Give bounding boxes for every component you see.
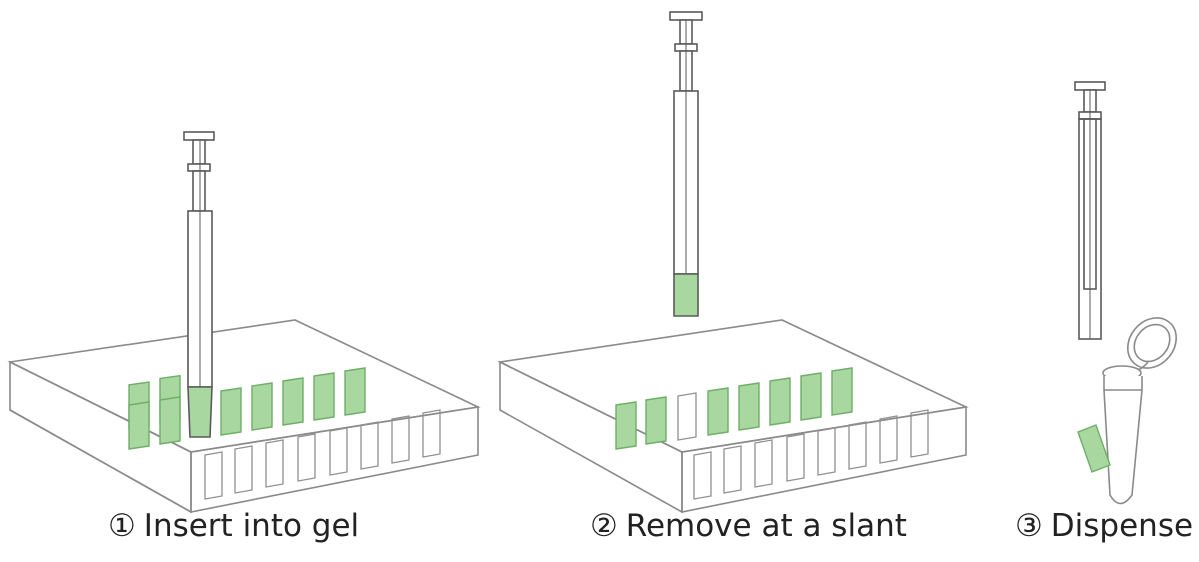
gel-cutting-tip-icon — [183, 131, 215, 438]
step-label: Insert into gel — [143, 508, 360, 544]
step-number: ② — [590, 508, 618, 544]
removed-slice-well — [677, 392, 697, 441]
gel-cutting-tip-icon — [1074, 81, 1106, 340]
gel-slices-row — [615, 367, 853, 450]
step-number: ③ — [1015, 508, 1043, 544]
step-label: Remove at a slant — [625, 508, 907, 544]
step-label: Dispense — [1050, 508, 1194, 544]
gel-cutting-tip-icon — [669, 11, 703, 317]
empty-wells-row — [204, 409, 441, 500]
empty-wells-row — [693, 409, 929, 500]
microcentrifuge-tube-icon — [1077, 317, 1177, 505]
step-number: ① — [108, 508, 136, 544]
gel-slices-row-right — [128, 367, 366, 450]
